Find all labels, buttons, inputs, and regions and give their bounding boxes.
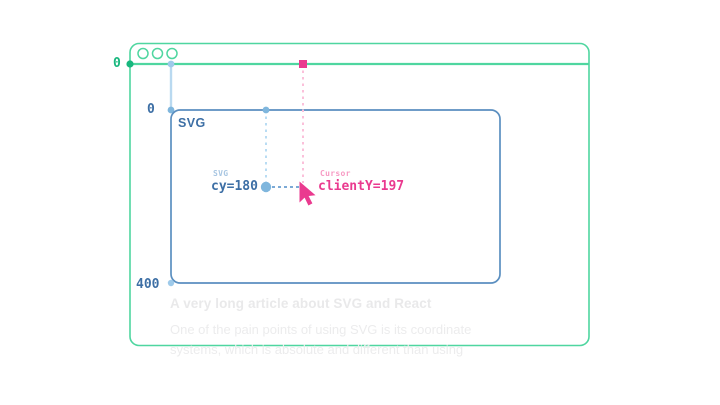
svg-cy-guide-top-dot — [262, 106, 270, 114]
mouse-cursor-icon — [299, 181, 316, 206]
viewport-origin-label: 0 — [113, 56, 121, 71]
svg-canvas-label: SVG — [178, 116, 206, 130]
svg-cy-value-label: cy=180 — [211, 179, 258, 194]
article-title: A very long article about SVG and React — [170, 296, 432, 311]
cursor-annotation-tag: Cursor — [320, 169, 351, 178]
traffic-light-maximize-icon[interactable] — [166, 47, 178, 60]
cursor-origin-dot — [299, 60, 307, 68]
viewport-origin-dot — [126, 60, 134, 68]
svg-cy-point-dot — [260, 181, 272, 193]
svg-bottom-coordinate-label: 400 — [136, 277, 160, 292]
article-body-text: One of the pain points of using SVG is i… — [170, 322, 472, 357]
svg-top-coordinate-label: 0 — [147, 102, 155, 117]
traffic-light-minimize-icon[interactable] — [151, 47, 164, 60]
svg-canvas-box — [170, 109, 501, 284]
cursor-clienty-value-label: clientY=197 — [318, 179, 405, 194]
traffic-light-close-icon[interactable] — [137, 47, 149, 60]
svg-annotation-tag: SVG — [213, 169, 229, 178]
browser-window-frame — [129, 42, 590, 347]
svg-bottom-left-dot — [167, 279, 175, 287]
svg-offset-bottom-dot — [167, 106, 175, 114]
svg-offset-top-dot — [167, 60, 175, 68]
